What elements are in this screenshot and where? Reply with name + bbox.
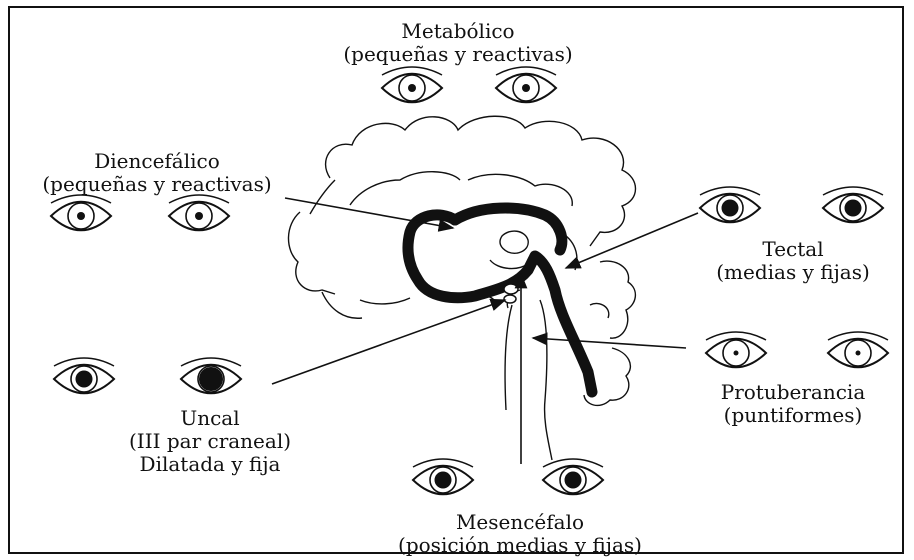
label-uncal-title: Uncal (110, 407, 310, 430)
pupil-medium (845, 200, 862, 217)
pupil-small (522, 84, 530, 92)
label-protuberancia-title: Protuberancia (688, 381, 898, 404)
label-metabolico-title: Metabólico (328, 20, 588, 43)
eye-uncal-right-icon (181, 358, 241, 393)
label-mesencefalo-title: Mesencéfalo (370, 511, 670, 534)
eye-diencefalico-right-icon (169, 195, 229, 230)
pupil-small (77, 212, 85, 220)
pupil-small (195, 212, 203, 220)
eye-mesencefalo-right-icon (543, 459, 603, 494)
label-tectal-detail: (medias y fijas) (698, 261, 888, 284)
label-uncal-detail2: Dilatada y fija (110, 453, 310, 476)
label-protuberancia-detail: (puntiformes) (688, 404, 898, 427)
eye-protuberancia-right-icon (828, 332, 888, 367)
pupil-medium (565, 472, 582, 489)
eye-tectal-right-icon (823, 187, 883, 222)
label-mesencefalo: Mesencéfalo (posición medias y fijas) (370, 511, 670, 557)
label-tectal-title: Tectal (698, 238, 888, 261)
pupil-dilated (199, 367, 223, 391)
label-diencefalico-title: Diencefálico (22, 150, 292, 173)
eye-diencefalico-left-icon (51, 195, 111, 230)
mamillary-body (504, 284, 518, 294)
label-metabolico: Metabólico (pequeñas y reactivas) (328, 20, 588, 66)
pupil-medium (722, 200, 739, 217)
pupil-small (408, 84, 416, 92)
eye-tectal-left-icon (700, 187, 760, 222)
eye-metabolico-right-icon (496, 67, 556, 102)
label-diencefalico-detail: (pequeñas y reactivas) (22, 173, 292, 196)
eye-metabolico-left-icon (382, 67, 442, 102)
label-mesencefalo-detail: (posición medias y fijas) (370, 534, 670, 557)
label-uncal-detail: (III par craneal) (110, 430, 310, 453)
label-metabolico-detail: (pequeñas y reactivas) (328, 43, 588, 66)
label-tectal: Tectal (medias y fijas) (698, 238, 888, 284)
arrow-tectal (566, 213, 698, 268)
brain-outline (288, 116, 635, 460)
pupil-pinpoint (856, 351, 861, 356)
eye-protuberancia-left-icon (706, 332, 766, 367)
eye-mesencefalo-left-icon (413, 459, 473, 494)
pupil-medium (435, 472, 452, 489)
label-uncal: Uncal (III par craneal) Dilatada y fija (110, 407, 310, 476)
pupil-pinpoint (734, 351, 739, 356)
eye-uncal-left-icon (54, 358, 114, 393)
arrow-protuberancia (533, 338, 686, 348)
label-protuberancia: Protuberancia (puntiformes) (688, 381, 898, 427)
arrow-uncal (272, 300, 505, 384)
label-diencefalico: Diencefálico (pequeñas y reactivas) (22, 150, 292, 196)
pupil-medium (76, 371, 93, 388)
